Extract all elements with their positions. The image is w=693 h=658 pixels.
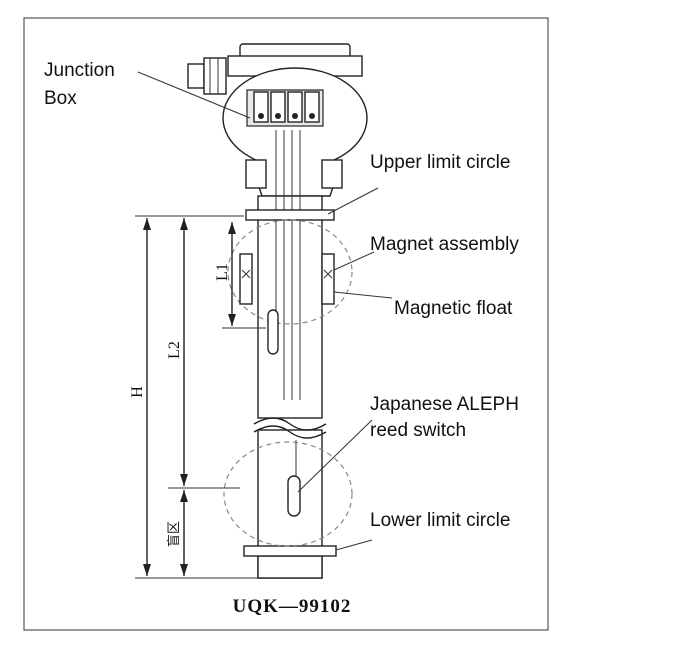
upper-float-zone xyxy=(227,219,353,325)
label-junction-box-line1: Junction xyxy=(44,60,115,81)
label-reed-switch-line2: reed switch xyxy=(370,420,466,441)
label-magnet-assembly: Magnet assembly xyxy=(370,234,519,255)
dim-h-label: H xyxy=(129,386,146,398)
dim-blind-zone-label: 盲区 xyxy=(166,521,181,547)
magnet-assembly xyxy=(239,253,335,305)
dim-l1-label: L1 xyxy=(214,263,231,281)
model-number: UQK—99102 xyxy=(233,596,352,617)
lower-float-zone xyxy=(223,441,353,547)
leader-lines xyxy=(137,71,393,551)
upper-limit-ring xyxy=(245,209,335,221)
label-upper-limit-circle: Upper limit circle xyxy=(370,152,510,173)
label-lower-limit-circle: Lower limit circle xyxy=(370,510,510,531)
label-junction-box-line2: Box xyxy=(44,88,77,109)
dimension-lines xyxy=(135,215,266,579)
label-magnetic-float: Magnetic float xyxy=(394,298,513,319)
reed-switch-lower xyxy=(287,475,301,517)
lower-limit-ring xyxy=(243,545,337,557)
frame-border xyxy=(23,17,549,631)
junction-box xyxy=(187,43,368,197)
dim-l2-label: L2 xyxy=(166,341,183,359)
reed-switch-upper xyxy=(267,309,279,355)
label-reed-switch-line1: Japanese ALEPH xyxy=(370,394,519,415)
